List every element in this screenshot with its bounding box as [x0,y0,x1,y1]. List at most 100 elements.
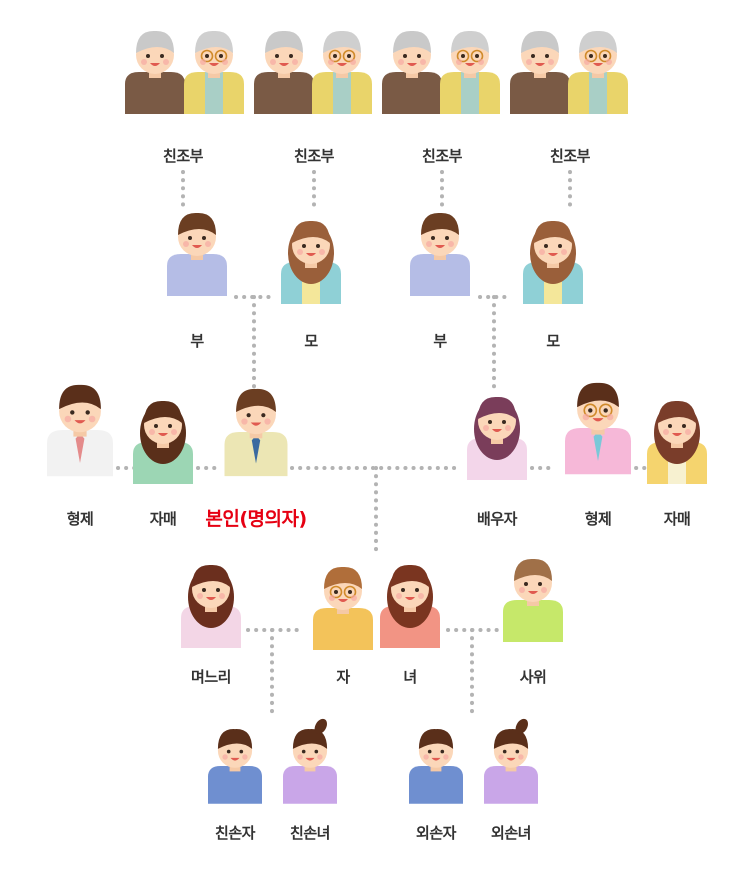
eye [538,582,542,586]
eye [333,54,337,58]
eye [202,588,206,592]
cheek [241,418,248,425]
ponytail [515,718,528,734]
mouth [506,757,516,761]
hair [577,382,619,408]
grandson-maternal-figure [409,729,463,804]
label-grandparents-3: 친조부 [422,147,462,165]
hair [324,566,362,589]
eye [146,54,150,58]
mother-figure-left [281,220,341,304]
mouth [593,63,603,66]
cheek [88,415,96,423]
mouth [74,420,86,424]
hair [658,400,696,423]
eye [502,749,507,754]
mouth [192,245,202,248]
cheek [317,754,323,760]
figure-layer [47,30,707,804]
body-shape [254,72,314,114]
eye [160,54,164,58]
label-sibling-sister-left: 자매 [149,510,177,528]
grandmother-figure [440,30,500,114]
eye [188,236,192,240]
glasses [598,49,612,63]
cheek [498,754,504,760]
cheek [456,59,462,65]
body-shape [409,766,463,804]
eye [302,244,306,248]
self-figure [224,388,288,477]
mouth [435,245,445,248]
son-in-law-figure [503,558,563,642]
inner-shirt [589,72,607,114]
mouth [209,63,219,66]
cheek [219,593,225,599]
eye [154,424,158,428]
mouth [158,433,168,436]
eye [85,410,90,415]
eye [515,749,520,754]
tie [251,435,261,464]
body-shape [167,254,227,296]
eye [403,54,407,58]
eye [347,54,351,58]
mouth [150,63,160,66]
tie [75,433,85,463]
sister-figure-right [647,400,707,484]
hair [217,729,253,749]
eye [488,420,492,424]
cheek [483,425,489,431]
hair [236,388,276,413]
cheek [351,595,357,601]
hair [59,384,101,410]
eye [401,588,405,592]
body-shape [484,766,538,804]
hair [451,30,489,53]
mouth [465,63,475,66]
mouth [592,418,604,422]
glasses [470,49,484,63]
cheek [561,249,567,255]
eye [668,424,672,428]
mouth [528,591,538,594]
label-father-left: 부 [190,332,204,350]
mother-figure-right [523,220,583,304]
cheek [519,587,525,593]
mouth [431,757,441,761]
eye [544,244,548,248]
daughter-in-law-figure [181,564,241,648]
mouth [230,757,240,761]
eye [417,54,421,58]
eye [70,410,75,415]
father-figure-left [167,212,227,296]
eye [275,54,279,58]
cheek [426,241,432,247]
glasses [214,49,228,63]
brother-figure-right [565,382,631,475]
eye [314,749,319,754]
glasses [456,49,470,63]
tie [593,431,603,461]
eye [246,413,251,418]
cheek [222,754,228,760]
label-self: 본인(명의자) [205,508,307,530]
eye [239,749,244,754]
cheek [163,59,169,65]
grandfather-figure [382,30,442,114]
hair [493,729,529,749]
label-granddaughter-maternal: 외손녀 [491,824,531,842]
label-sibling-sister-right: 자매 [663,510,691,528]
cheek [606,413,614,421]
body-shape [382,72,442,114]
cheek [398,59,404,65]
cheek [582,413,590,421]
label-granddaughter-paternal: 친손녀 [290,824,330,842]
hair [418,729,454,749]
cheek [606,59,612,65]
label-grandparents-4: 친조부 [550,147,590,165]
cheek [328,59,334,65]
eye [431,236,435,240]
cheek [548,59,554,65]
mouth [535,63,545,66]
